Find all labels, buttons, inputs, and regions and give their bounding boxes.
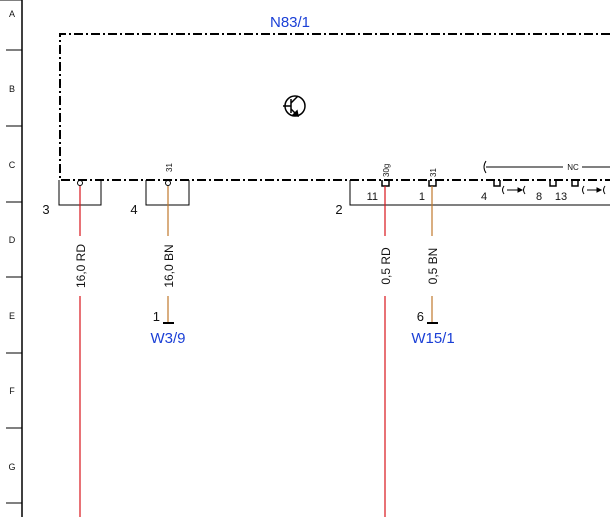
ground-w3-9-pin: 1: [153, 309, 160, 324]
connector-3-label: 3: [42, 202, 49, 217]
row-label-f: F: [9, 386, 15, 396]
wire-05bn-label: 0,5 BN: [426, 248, 440, 285]
wire-16rd-label: 16,0 RD: [74, 244, 88, 288]
row-label-e: E: [9, 311, 15, 321]
nc-label: NC: [567, 163, 579, 172]
wire-16rd[interactable]: [77, 180, 83, 517]
nc-bracket: [483, 160, 610, 174]
ground-w3-9-id[interactable]: W3/9: [150, 330, 185, 347]
terminal-circle-icon: [165, 180, 171, 186]
wire-05rd[interactable]: [381, 180, 390, 517]
terminal-31-right: 31: [429, 168, 438, 177]
row-label-g: G: [8, 462, 15, 472]
component-id[interactable]: N83/1: [270, 14, 310, 31]
component-boundary: [59, 33, 610, 181]
shield-arrow-icon: [582, 185, 606, 195]
row-label-b: B: [9, 84, 15, 94]
row-label-c: C: [9, 160, 16, 170]
row-label-a: A: [9, 9, 15, 19]
shield-arrow-icon: [502, 185, 526, 195]
wire-05rd-label: 0,5 RD: [379, 247, 393, 285]
connector-2-label: 2: [335, 202, 342, 217]
wire-16bn-label: 16,0 BN: [162, 244, 176, 287]
pin-8-label: 8: [536, 191, 542, 203]
ground-w15-1-pin: 6: [417, 309, 424, 324]
terminal-31-left: 31: [165, 163, 174, 172]
pin-13-label: 13: [555, 191, 567, 203]
transistor-icon: [283, 95, 306, 117]
terminal-circle-icon: [77, 180, 83, 186]
pin-1-label: 1: [419, 191, 425, 203]
connector-4-label: 4: [130, 202, 137, 217]
row-label-d: D: [9, 235, 16, 245]
ground-w15-1-id[interactable]: W15/1: [411, 330, 454, 347]
terminal-30g: 30g: [382, 164, 391, 177]
pin-11-label: 11: [367, 191, 378, 203]
row-ruler: A B C D E F G: [0, 0, 23, 517]
nc-pin-sockets: [493, 180, 579, 187]
pin-4-label: 4: [481, 191, 487, 203]
